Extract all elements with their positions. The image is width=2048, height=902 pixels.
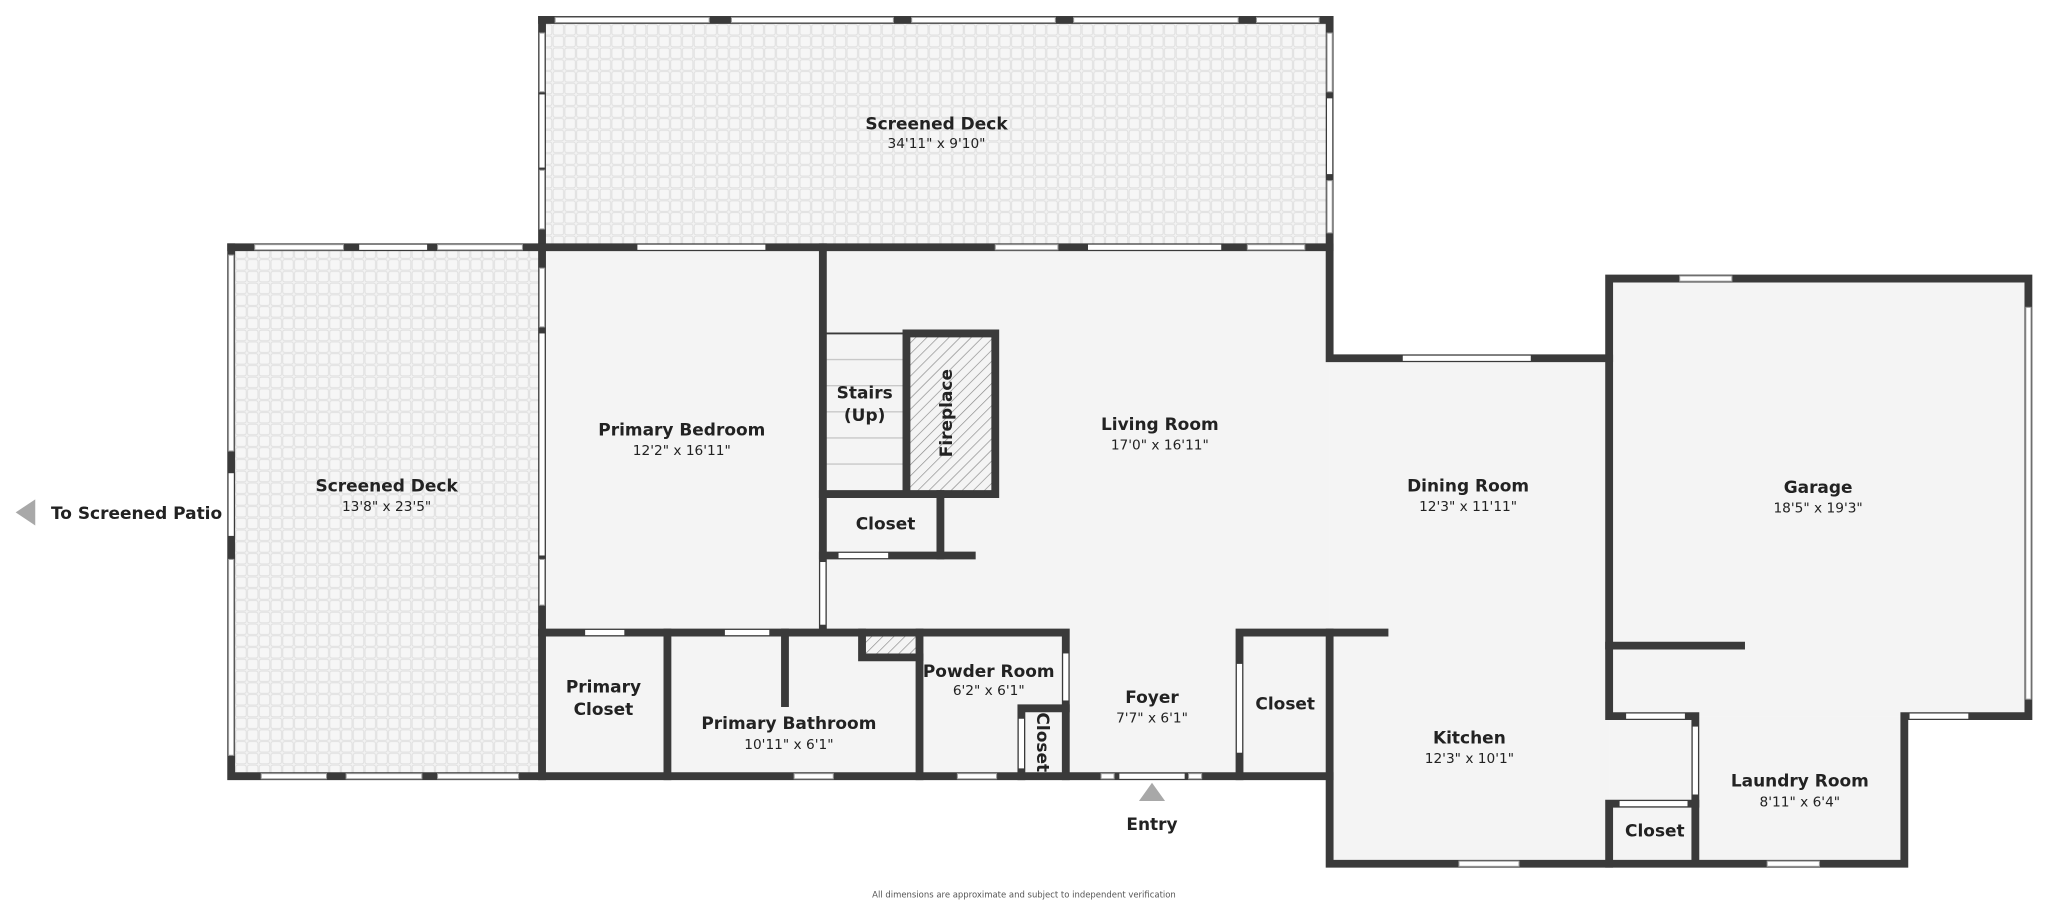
room-name-powder-room: Powder Room xyxy=(923,662,1055,682)
room-name-stairs-closet: Closet xyxy=(856,514,916,534)
room-dims-foyer: 7'7" x 6'1" xyxy=(1116,711,1188,727)
left-arrow-icon xyxy=(15,499,36,526)
main-floor xyxy=(542,247,1330,777)
shaft-hatch xyxy=(862,636,917,658)
screened-deck-left-floor xyxy=(231,247,543,777)
room-dims-living-room: 17'0" x 16'11" xyxy=(1111,438,1209,454)
room-name-garage: Garage xyxy=(1784,478,1853,498)
room-dims-garage: 18'5" x 19'3" xyxy=(1773,500,1862,516)
room-dims-powder-room: 6'2" x 6'1" xyxy=(953,683,1025,699)
windows-doors xyxy=(228,16,2032,867)
room-name-primary-bedroom: Primary Bedroom xyxy=(598,420,765,440)
room-dims-kitchen: 12'3" x 10'1" xyxy=(1425,751,1514,767)
room-dims-dining-room: 12'3" x 11'11" xyxy=(1419,499,1517,515)
room-name-laundry-room: Laundry Room xyxy=(1731,772,1869,792)
entry-label: Entry xyxy=(1126,815,1177,835)
room-name-stairs: Stairs xyxy=(837,384,893,404)
room-dims-screened-deck-left: 13'8" x 23'5" xyxy=(342,499,431,515)
room-name-primary-bathroom: Primary Bathroom xyxy=(701,714,876,734)
room-dims-primary-bathroom: 10'11" x 6'1" xyxy=(744,737,833,753)
entry-arrow-icon xyxy=(1138,782,1166,802)
laundry-floor xyxy=(1609,716,1905,864)
room-dims-primary-bedroom: 12'2" x 16'11" xyxy=(633,443,731,459)
disclaimer: All dimensions are approximate and subje… xyxy=(872,890,1176,900)
room-dims-screened-deck-top: 34'11" x 9'10" xyxy=(887,136,985,152)
to-screened-patio-label: To Screened Patio xyxy=(51,504,222,524)
screened-deck-top-floor xyxy=(542,19,1330,248)
room-dims-laundry-room: 8'11" x 6'4" xyxy=(1760,794,1841,810)
room-name-kitchen-closet: Closet xyxy=(1625,821,1685,841)
room-name-dining-room: Dining Room xyxy=(1407,476,1529,496)
room-name-living-room: Living Room xyxy=(1101,415,1219,435)
fireplace-hatch xyxy=(906,333,996,495)
dining-kitchen-floor xyxy=(1329,358,1610,864)
room-name-primary-closet-2: Closet xyxy=(574,700,634,720)
room-name-kitchen: Kitchen xyxy=(1433,729,1506,749)
room-name-foyer: Foyer xyxy=(1125,688,1179,708)
fireplace-label: Fireplace xyxy=(937,369,957,457)
room-name-screened-deck-top: Screened Deck xyxy=(865,115,1008,135)
room-name-screened-deck-left: Screened Deck xyxy=(315,476,458,496)
room-name-primary-closet: Primary xyxy=(566,678,641,698)
room-name-powder-closet: Closet xyxy=(1032,712,1052,772)
stair-treads xyxy=(825,332,904,465)
room-name-stairs-up: (Up) xyxy=(844,406,885,426)
room-name-foyer-closet: Closet xyxy=(1255,695,1315,715)
